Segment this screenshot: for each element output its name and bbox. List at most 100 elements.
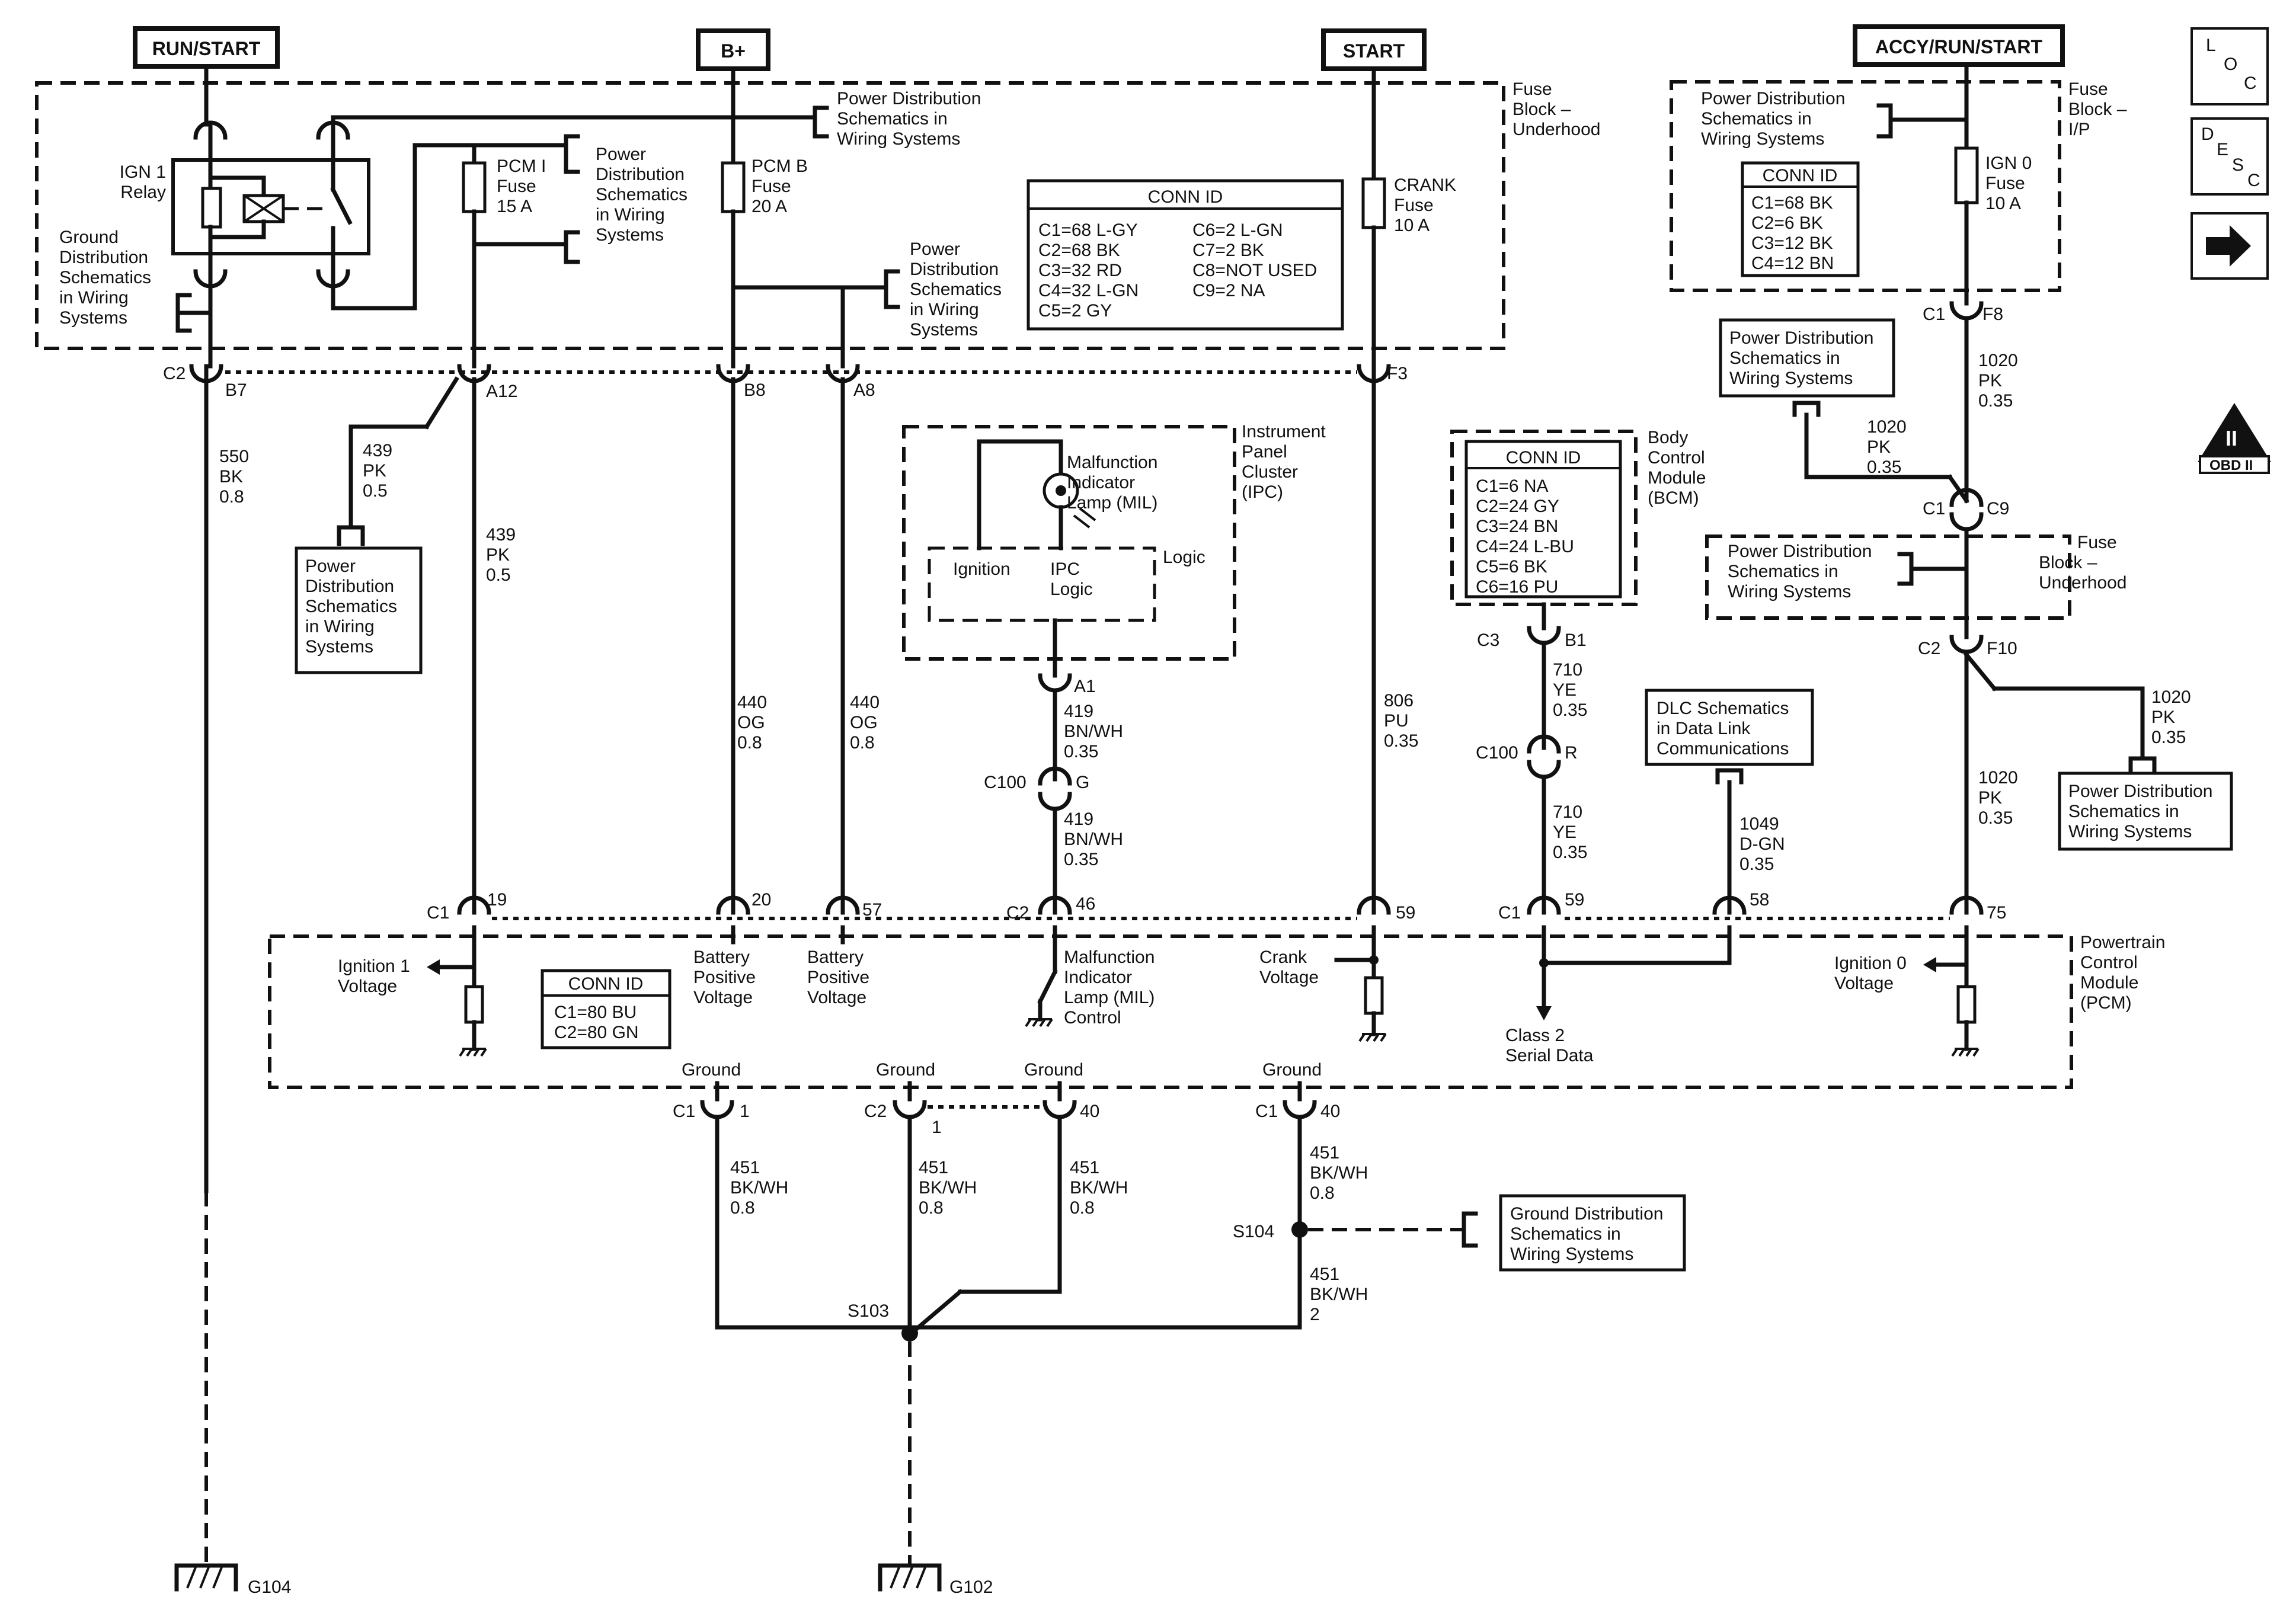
power-dist-ref-top[interactable]: Power Distribution: [837, 89, 981, 108]
pin-r: R: [1565, 743, 1578, 763]
wire-1020b-label: 1020: [1867, 417, 1907, 437]
pin-c9: C9: [1987, 499, 2009, 518]
svg-text:C3=12 BK: C3=12 BK: [1751, 233, 1833, 253]
pcm-label: Powertrain: [2080, 933, 2165, 952]
fuse-block-ip-label: Fuse: [2068, 79, 2108, 99]
crank-voltage-label: Crank: [1259, 948, 1307, 967]
wire-710a-label: 710: [1553, 660, 1582, 680]
svg-text:Systems: Systems: [305, 637, 373, 657]
svg-text:C2=24 GY: C2=24 GY: [1476, 497, 1559, 516]
power-dist-ref-underhood-right[interactable]: Power Distribution: [1728, 542, 1872, 561]
wire-1020c-label: 1020: [2151, 687, 2191, 707]
pin-46: 46: [1076, 894, 1095, 914]
svg-text:0.35: 0.35: [1867, 457, 1901, 477]
svg-text:0.8: 0.8: [850, 733, 875, 753]
svg-text:Fuse: Fuse: [1394, 196, 1434, 215]
svg-text:0.8: 0.8: [1070, 1198, 1095, 1218]
svg-text:0.8: 0.8: [219, 487, 244, 507]
svg-text:PK: PK: [1867, 437, 1891, 457]
svg-text:0.8: 0.8: [1310, 1183, 1335, 1203]
next-page-button[interactable]: [2191, 212, 2269, 280]
wire-419b-label: 419: [1064, 809, 1093, 829]
svg-text:Positive: Positive: [807, 968, 869, 987]
svg-text:Systems: Systems: [596, 225, 664, 245]
svg-text:0.8: 0.8: [737, 733, 762, 753]
svg-text:ACCY/RUN/START: ACCY/RUN/START: [1875, 36, 2043, 57]
svg-text:Schematics in: Schematics in: [1728, 562, 1838, 581]
svg-text:C4=32 L-GN: C4=32 L-GN: [1038, 281, 1139, 300]
svg-text:Fuse: Fuse: [497, 177, 536, 196]
svg-text:Wiring Systems: Wiring Systems: [1728, 582, 1851, 601]
svg-text:BK/WH: BK/WH: [1310, 1163, 1368, 1183]
power-dist-ref-f10[interactable]: Power Distribution Schematics in Wiring …: [2058, 772, 2233, 851]
fuse-block-underhood-label: Fuse: [1512, 79, 1552, 99]
svg-text:in Wiring: in Wiring: [305, 617, 375, 636]
svg-text:Relay: Relay: [120, 183, 166, 202]
ground-dist-ref-s104[interactable]: Ground Distribution Schematics in Wiring…: [1499, 1194, 1686, 1272]
ground-dist-ref-relay[interactable]: Ground: [59, 228, 119, 247]
wire-1020d-label: 1020: [1978, 768, 2018, 788]
svg-text:C5=2 GY: C5=2 GY: [1038, 301, 1112, 321]
pin-c100-bcm: C100: [1476, 743, 1518, 763]
header-start: START: [1321, 28, 1427, 71]
svg-text:PK: PK: [363, 461, 386, 481]
svg-text:Schematics in: Schematics in: [837, 109, 948, 129]
svg-text:C5=6 BK: C5=6 BK: [1476, 557, 1547, 577]
ground-label-4: Ground: [1262, 1060, 1322, 1080]
desc-button[interactable]: D E S C: [2191, 117, 2269, 196]
obd-ii-badge: II OBD II: [2198, 403, 2271, 474]
svg-text:Voltage: Voltage: [1259, 968, 1319, 987]
power-dist-ref-c9[interactable]: Power Distribution Schematics in Wiring …: [1719, 318, 1895, 398]
svg-text:D-GN: D-GN: [1739, 834, 1785, 854]
svg-text:Wiring Systems: Wiring Systems: [1701, 129, 1824, 149]
gpin-c1b: C1: [1255, 1102, 1278, 1121]
power-dist-ref-pcmi[interactable]: Power: [596, 145, 646, 164]
crank-fuse-label: CRANK: [1394, 175, 1456, 195]
svg-text:C6=16 PU: C6=16 PU: [1476, 577, 1558, 597]
header-b-plus: B+: [696, 28, 770, 71]
power-dist-ref-ip[interactable]: Power Distribution: [1701, 89, 1845, 108]
svg-text:(PCM): (PCM): [2080, 993, 2132, 1013]
svg-text:START: START: [1343, 40, 1405, 62]
pin-a8: A8: [853, 380, 875, 400]
svg-text:0.35: 0.35: [2151, 728, 2186, 747]
svg-text:CONN ID: CONN ID: [1506, 448, 1581, 468]
power-dist-ref-b8[interactable]: Power: [910, 239, 960, 259]
wire-439b-label: 439: [486, 525, 516, 545]
svg-text:IPC: IPC: [1050, 559, 1080, 579]
fuse-block-ip-box: [1670, 80, 2061, 292]
svg-text:Power Distribution: Power Distribution: [1729, 328, 1873, 348]
pin-c1-ip: C1: [1923, 305, 1945, 324]
svg-text:0.35: 0.35: [1978, 808, 2013, 828]
splice-s104: [1291, 1221, 1308, 1238]
power-dist-ref-439[interactable]: Power Distribution Schematics in Wiring …: [295, 546, 423, 674]
ground-g102-icon: [878, 1563, 942, 1592]
ground-g102: G102: [878, 1563, 993, 1597]
obd-triangle-icon: [2198, 403, 2271, 462]
svg-text:Control: Control: [1648, 448, 1705, 468]
svg-text:Voltage: Voltage: [1834, 974, 1894, 993]
pin-a1: A1: [1074, 677, 1096, 696]
loc-button[interactable]: L O C: [2191, 27, 2269, 105]
svg-text:Wiring Systems: Wiring Systems: [2068, 822, 2192, 841]
ign0-voltage-label: Ignition 0: [1834, 953, 1907, 973]
wire-451d-label: 451: [1310, 1143, 1339, 1163]
svg-text:BK/WH: BK/WH: [730, 1178, 788, 1198]
wire-550-label: 550: [219, 447, 249, 466]
desc-letter-s: S: [2232, 155, 2244, 175]
svg-text:0.8: 0.8: [919, 1198, 944, 1218]
pin-c1-pcm-b: C1: [1498, 903, 1521, 923]
pin-59b: 59: [1565, 890, 1584, 910]
svg-text:(BCM): (BCM): [1648, 488, 1699, 508]
svg-text:Distribution: Distribution: [59, 248, 148, 267]
svg-text:0.35: 0.35: [1553, 700, 1587, 720]
svg-text:RUN/START: RUN/START: [152, 38, 261, 59]
svg-text:Lamp (MIL): Lamp (MIL): [1067, 493, 1157, 513]
ipc-label: Instrument: [1242, 422, 1326, 441]
svg-text:0.35: 0.35: [1384, 731, 1418, 751]
pin-b8: B8: [744, 380, 766, 400]
svg-text:Block –: Block –: [2068, 100, 2127, 119]
svg-text:Schematics in: Schematics in: [1729, 348, 1840, 368]
wire-439a-label: 439: [363, 441, 392, 460]
dlc-ref[interactable]: DLC Schematics in Data Link Communicatio…: [1645, 689, 1814, 766]
